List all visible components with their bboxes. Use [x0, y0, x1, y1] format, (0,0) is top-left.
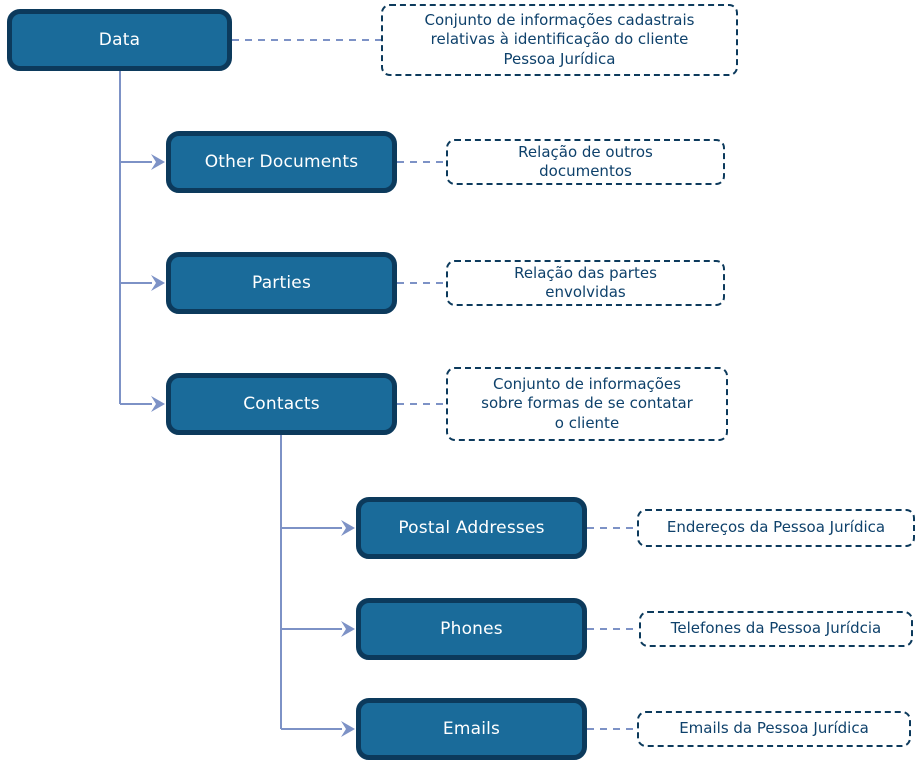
annotation-data: Conjunto de informações cadastrais relat…: [381, 4, 738, 76]
annotation-data-text: Conjunto de informações cadastrais relat…: [424, 10, 695, 68]
annotation-postal-addresses-text: Endereços da Pessoa Jurídica: [666, 518, 886, 537]
node-contacts-label: Contacts: [243, 394, 320, 414]
annotation-contacts: Conjunto de informações sobre formas de …: [446, 367, 728, 441]
annotation-postal-addresses: Endereços da Pessoa Jurídica: [637, 509, 915, 547]
node-data-label: Data: [98, 30, 141, 50]
arrowhead-icon: [341, 520, 355, 536]
node-other-documents-label: Other Documents: [204, 152, 359, 172]
node-emails: Emails: [356, 698, 587, 760]
tree-connector-data: [119, 71, 152, 405]
node-parties-label: Parties: [252, 273, 311, 293]
arrowhead-icon: [341, 721, 355, 737]
annotation-connectors: [232, 39, 639, 730]
arrowhead-icon: [151, 154, 165, 170]
arrowhead-icon: [151, 396, 165, 412]
node-other-documents: Other Documents: [166, 131, 397, 193]
annotation-emails-text: Emails da Pessoa Jurídica: [679, 719, 869, 738]
node-parties: Parties: [166, 252, 397, 314]
node-phones: Phones: [356, 598, 587, 660]
arrowhead-icons: [151, 154, 355, 737]
arrowhead-icon: [341, 621, 355, 637]
annotation-phones-text: Telefones da Pessoa Jurídcia: [670, 619, 882, 638]
arrowhead-icon: [151, 275, 165, 291]
annotation-other-documents-text: Relação de outros documentos: [518, 142, 653, 181]
node-emails-label: Emails: [442, 719, 501, 739]
node-postal-addresses: Postal Addresses: [356, 497, 587, 559]
annotation-other-documents: Relação de outros documentos: [446, 139, 725, 185]
node-contacts: Contacts: [166, 373, 397, 435]
annotation-phones: Telefones da Pessoa Jurídcia: [639, 611, 913, 647]
annotation-contacts-text: Conjunto de informações sobre formas de …: [481, 374, 693, 432]
node-postal-addresses-label: Postal Addresses: [398, 518, 545, 538]
node-phones-label: Phones: [440, 619, 503, 639]
annotation-parties: Relação das partes envolvidas: [446, 260, 725, 306]
annotation-emails: Emails da Pessoa Jurídica: [637, 711, 911, 747]
annotation-parties-text: Relação das partes envolvidas: [514, 263, 657, 302]
tree-connector-contacts: [280, 435, 342, 730]
node-data: Data: [7, 9, 232, 71]
